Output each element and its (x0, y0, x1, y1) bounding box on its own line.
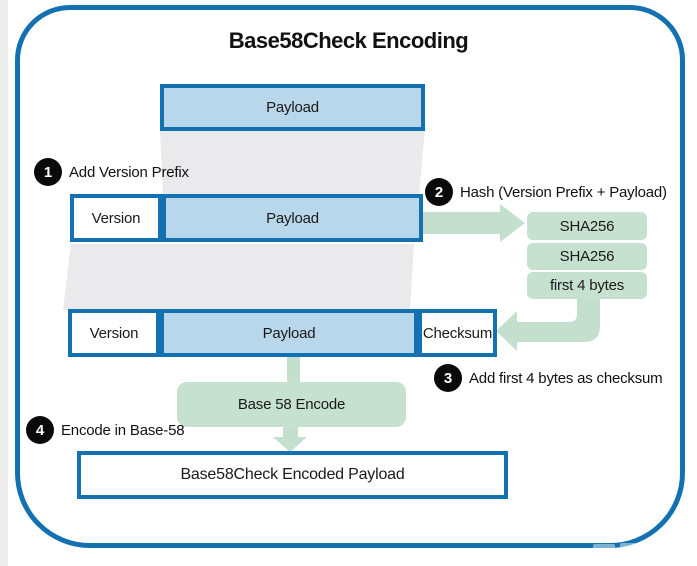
step-1-label: Add Version Prefix (69, 163, 189, 181)
diagram-frame (15, 5, 685, 548)
checksum-return-arrow-icon (496, 298, 600, 351)
encode-to-result-arrow-icon (273, 427, 307, 452)
hash-arrow-right-icon (422, 204, 525, 242)
step-2: 2 Hash (Version Prefix + Payload) (425, 178, 667, 206)
watermark-fragment (593, 544, 615, 555)
base58-encode-box: Base 58 Encode (177, 382, 406, 427)
funnel-band-bottom (63, 244, 414, 310)
result-box: Base58Check Encoded Payload (77, 451, 508, 499)
step-2-badge: 2 (425, 178, 453, 206)
sha256-box-1: SHA256 (527, 212, 647, 240)
first-4-bytes-box: first 4 bytes (527, 272, 647, 299)
payload-box-row3: Payload (160, 309, 418, 357)
payload-box-row2: Payload (162, 194, 423, 242)
step-3: 3 Add first 4 bytes as checksum (434, 364, 663, 392)
step-3-badge: 3 (434, 364, 462, 392)
step-2-label: Hash (Version Prefix + Payload) (460, 183, 667, 201)
step-4-badge: 4 (26, 416, 54, 444)
version-box-row2: Version (70, 194, 162, 242)
step-4: 4 Encode in Base-58 (26, 416, 185, 444)
image-edge-strip (0, 0, 8, 566)
payload-top-box: Payload (160, 84, 425, 131)
checksum-box: Checksum (418, 309, 497, 357)
step-4-label: Encode in Base-58 (61, 421, 185, 439)
sha256-box-2: SHA256 (527, 243, 647, 270)
step-1-badge: 1 (34, 158, 62, 186)
version-box-row3: Version (68, 309, 160, 357)
diagram-title: Base58Check Encoding (228, 28, 469, 53)
watermark-fragment (620, 543, 646, 555)
step-1: 1 Add Version Prefix (34, 158, 189, 186)
funnel-trapezoid-top (160, 129, 425, 196)
payload-to-encode-stem (287, 356, 300, 384)
step-3-label: Add first 4 bytes as checksum (469, 369, 663, 387)
